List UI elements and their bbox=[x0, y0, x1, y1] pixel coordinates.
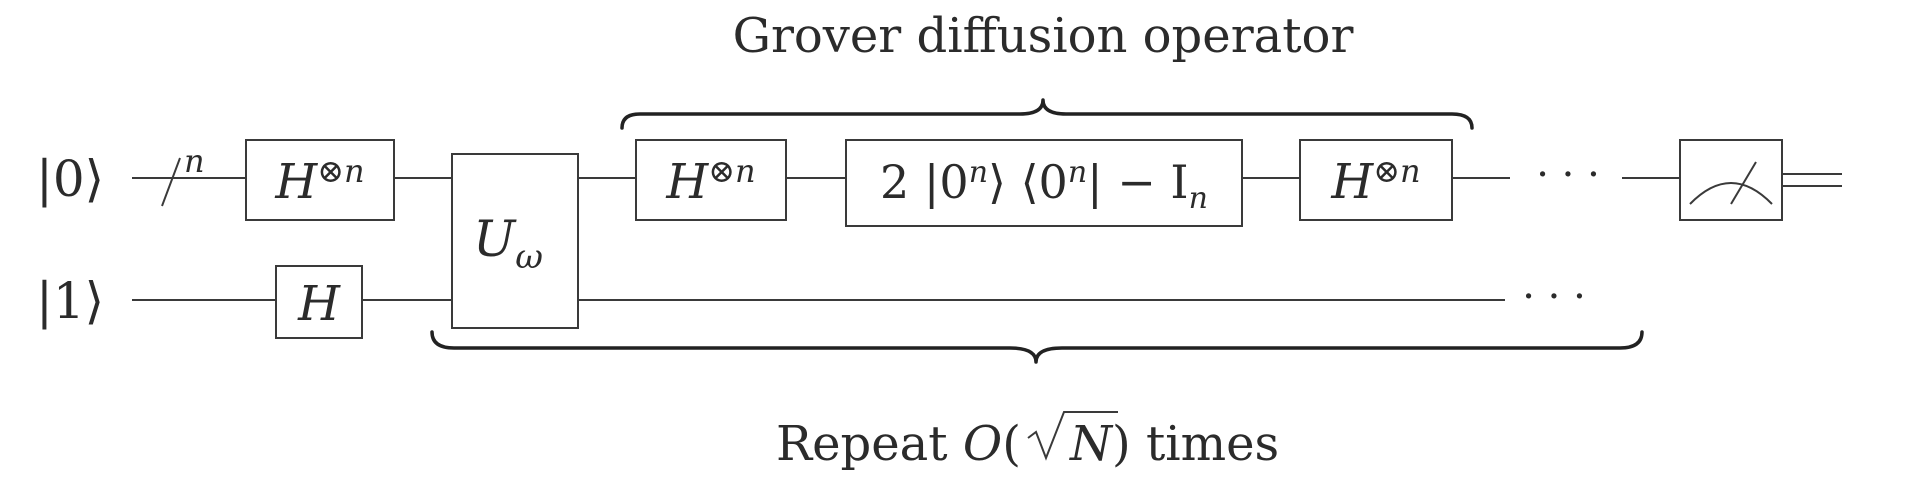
hadamard-gate: H bbox=[275, 265, 363, 339]
svg-text:Uω: Uω bbox=[473, 210, 543, 277]
svg-text:H: H bbox=[297, 276, 341, 332]
reflection-gate: 2 |0n⟩ ⟨0n| − In bbox=[845, 139, 1243, 227]
qubit-label-1: |1⟩ bbox=[36, 272, 104, 330]
hadamard-tensor-gate-1: H⊗n bbox=[245, 139, 395, 221]
square-root-icon bbox=[1027, 411, 1118, 461]
hadamard-tensor-gate-3: H⊗n bbox=[1299, 139, 1453, 221]
ellipsis-wire-0: · · · bbox=[1536, 152, 1600, 198]
repeat-label: Repeat O( N) times bbox=[776, 411, 1279, 472]
qubit-label-0: |0⟩ bbox=[36, 150, 104, 208]
svg-text:|1⟩: |1⟩ bbox=[36, 272, 104, 330]
register-size-label: n bbox=[184, 142, 205, 180]
svg-text:Repeat O(: Repeat O( bbox=[776, 416, 1021, 472]
diffusion-title: Grover diffusion operator bbox=[733, 8, 1354, 64]
svg-text:H⊗n: H⊗n bbox=[1330, 152, 1420, 210]
oracle-gate: Uω bbox=[451, 153, 579, 329]
svg-text:H⊗n: H⊗n bbox=[274, 152, 364, 210]
svg-text:|0⟩: |0⟩ bbox=[36, 150, 104, 208]
ellipsis-wire-1: · · · bbox=[1522, 274, 1586, 320]
svg-text:N) times: N) times bbox=[1069, 416, 1279, 472]
hadamard-tensor-gate-2: H⊗n bbox=[635, 139, 787, 221]
register-slash-icon bbox=[161, 157, 181, 207]
svg-text:2 |0n⟩ ⟨0n| − In: 2 |0n⟩ ⟨0n| − In bbox=[880, 155, 1208, 216]
repeat-brace bbox=[430, 330, 1644, 364]
diffusion-brace bbox=[620, 98, 1474, 130]
svg-text:H⊗n: H⊗n bbox=[665, 152, 755, 210]
classical-output-wire bbox=[1782, 173, 1842, 187]
measurement-meter-icon bbox=[1679, 139, 1783, 221]
